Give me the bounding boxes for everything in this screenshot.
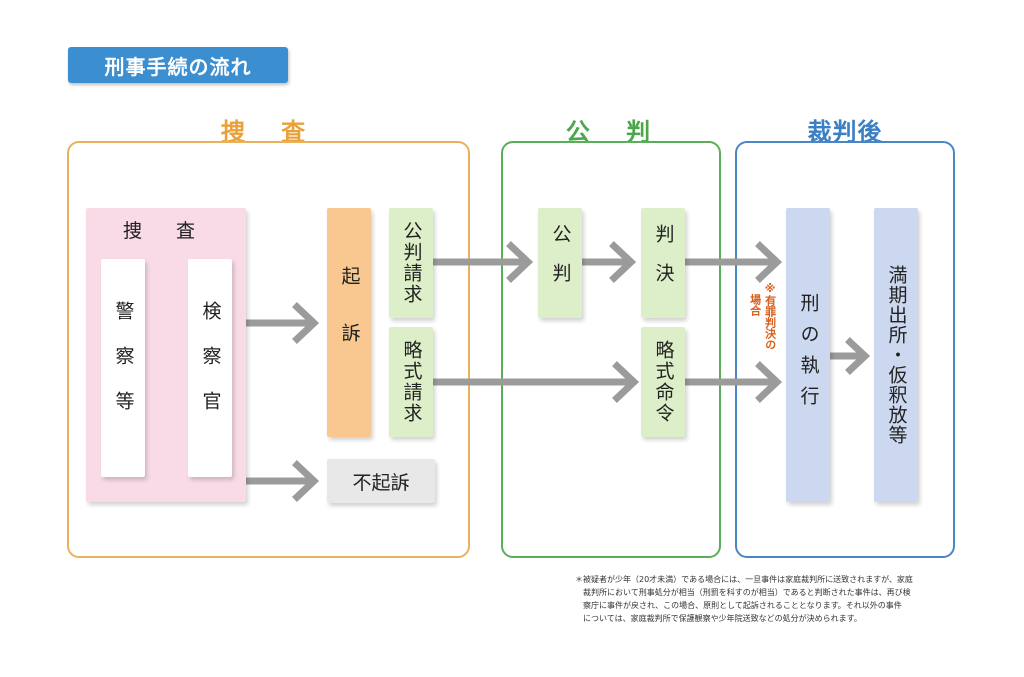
trial-box: 公判 <box>538 208 582 318</box>
footnote-line: については、家庭裁判所で保護観察や少年院送致などの処分が決められます。 <box>583 614 862 623</box>
summary-request-box: 略式請求 <box>389 327 433 437</box>
judgment-box: 判決 <box>641 208 685 318</box>
footnote-line: ＊被疑者が少年（20才未満）である場合には、一旦事件は家庭裁判所に送致されますが… <box>575 575 913 584</box>
prosecutor-box: 検察官 <box>188 259 232 477</box>
guilty-note-line1: ※有罪判決の <box>763 282 777 350</box>
summary-order-box: 略式命令 <box>641 327 685 437</box>
investigation-group-label: 捜 査 <box>122 219 210 242</box>
footnote-line: 裁判所において刑事処分が相当（刑罰を科すのが相当）であると判断された事件は、再び… <box>583 588 911 597</box>
page-title: 刑事手続の流れ <box>68 47 288 83</box>
police-box: 警察等 <box>101 259 145 477</box>
indictment-box: 起訴 <box>327 208 371 437</box>
guilty-note-line2: 場合 <box>748 294 762 316</box>
release-box: 満期出所・仮釈放等 <box>874 208 918 502</box>
public-trial-request-box: 公判請求 <box>389 208 433 318</box>
execution-box: 刑の執行 <box>786 208 830 502</box>
section-frame-investigation <box>67 141 470 558</box>
footnote: ＊被疑者が少年（20才未満）である場合には、一旦事件は家庭裁判所に送致されますが… <box>575 573 913 625</box>
section-frame-trial <box>501 141 721 558</box>
footnote-line: 察庁に事件が戻され、この場合、原則として起訴されることとなります。それ以外の事件 <box>583 601 902 610</box>
non-prosecution-box: 不起訴 <box>327 459 435 503</box>
section-frame-after <box>735 141 955 558</box>
